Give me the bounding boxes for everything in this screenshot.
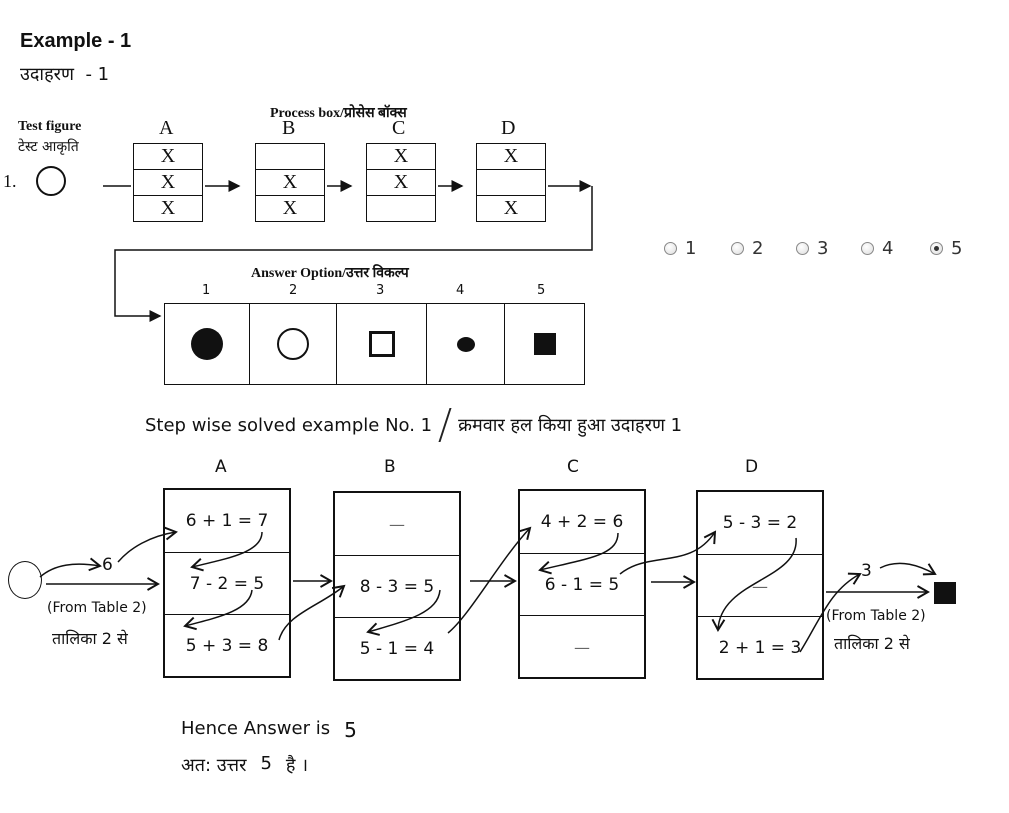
answer-suffix-hi: है । (285, 755, 309, 776)
answer-label-hi: अत: उत्तर (181, 755, 247, 776)
option-number-2: 2 (289, 283, 298, 298)
solution-box-b-label: B (384, 457, 396, 477)
option-1-cell (165, 304, 249, 384)
answer-label-en: Hence Answer is (181, 718, 331, 739)
radio-circle-icon (731, 242, 744, 255)
solution-box-d-label: D (745, 457, 759, 477)
process-cell: X (134, 169, 202, 195)
solution-box-c: 4 + 2 = 6 6 - 1 = 5 — (518, 489, 646, 679)
option-5-cell (504, 304, 584, 384)
input-value: 6 (102, 555, 113, 575)
radio-option-5[interactable]: 5 (930, 238, 962, 259)
solution-heading-en: Step wise solved example No. 1 (145, 414, 433, 436)
test-figure-label-hindi: टेस्ट आकृति (18, 139, 79, 155)
process-cell: X (256, 169, 324, 195)
process-connectors (103, 180, 593, 322)
answer-option-label: Answer Option/उत्तर विकल्प (251, 266, 409, 281)
process-cell: X (256, 195, 324, 221)
answer-value-en: 5 (344, 718, 357, 742)
solution-box-a-label: A (215, 457, 227, 477)
small-filled-circle-icon (456, 336, 475, 352)
option-number-4: 4 (456, 283, 465, 298)
question-number: 1. (3, 171, 17, 191)
solution-heading-hi: क्रमवार हल किया हुआ उदाहरण 1 (458, 415, 683, 436)
radio-label: 5 (951, 238, 963, 259)
solution-cell: 7 - 2 = 5 (165, 552, 289, 615)
output-value: 3 (861, 561, 872, 581)
process-cell (477, 169, 545, 195)
solution-cell: — (520, 615, 644, 678)
input-circle-icon (8, 561, 42, 599)
radio-circle-icon (796, 242, 809, 255)
process-cell: X (477, 195, 545, 221)
radio-option-4[interactable]: 4 (861, 238, 893, 259)
filled-circle-icon (191, 328, 223, 360)
hollow-square-icon (368, 331, 395, 357)
test-figure-label: Test figure (18, 119, 82, 134)
answer-line-en: Hence Answer is 5 (181, 718, 357, 742)
process-box-d-label: D (501, 117, 516, 139)
solution-cell: 5 - 3 = 2 (722, 513, 798, 533)
solution-cell: 2 + 1 = 3 (698, 616, 822, 679)
radio-circle-icon (664, 242, 677, 255)
filled-square-icon (533, 333, 556, 355)
test-figure-circle-icon (36, 166, 66, 196)
radio-option-1[interactable]: 1 (664, 238, 696, 259)
process-cell: X (393, 145, 409, 167)
process-cell: X (160, 145, 176, 167)
from-table-label-left-hindi: तालिका 2 से (52, 629, 128, 648)
solution-cell: 5 - 1 = 4 (335, 617, 459, 680)
solution-cell: 6 + 1 = 7 (185, 511, 269, 531)
page-subtitle: उदाहरण - 1 (20, 64, 110, 85)
from-table-label-left: (From Table 2) (47, 600, 147, 616)
process-box-label: Process box/प्रोसेस बॉक्स (270, 106, 407, 121)
radio-option-2[interactable]: 2 (731, 238, 763, 259)
radio-label: 3 (817, 238, 829, 259)
radio-circle-icon (861, 242, 874, 255)
answer-options-table (164, 303, 585, 385)
option-4-cell (426, 304, 504, 384)
radio-label: 2 (752, 238, 764, 259)
divider-slash (438, 408, 452, 442)
solution-box-c-label: C (567, 457, 579, 477)
option-number-3: 3 (376, 283, 385, 298)
radio-label: 4 (882, 238, 894, 259)
answer-value-hi: 5 (260, 753, 272, 774)
process-box-d: X X (476, 143, 546, 222)
process-cell (367, 195, 435, 221)
process-cell: X (503, 145, 519, 167)
option-number-1: 1 (202, 283, 211, 298)
solution-heading: Step wise solved example No. 1 क्रमवार ह… (145, 408, 682, 442)
page-title: Example - 1 (20, 30, 132, 52)
process-box-b: X X (255, 143, 325, 222)
solution-cell: 8 - 3 = 5 (335, 555, 459, 618)
radio-option-3[interactable]: 3 (796, 238, 828, 259)
radio-selected-icon (930, 242, 943, 255)
option-number-5: 5 (537, 283, 546, 298)
process-box-a: X X X (133, 143, 203, 222)
solution-cell: — (698, 554, 822, 617)
solution-cell: 6 - 1 = 5 (520, 553, 644, 616)
option-3-cell (336, 304, 426, 384)
process-box-c-label: C (392, 117, 406, 139)
from-table-label-right-hindi: तालिका 2 से (834, 634, 910, 653)
solution-cell: — (389, 514, 405, 534)
solution-arrows (39, 526, 937, 653)
radio-label: 1 (685, 238, 697, 259)
solution-box-b: — 8 - 3 = 5 5 - 1 = 4 (333, 491, 461, 681)
process-cell: X (134, 195, 202, 221)
process-box-a-label: A (159, 117, 174, 139)
answer-line-hi: अत: उत्तर 5 है । (181, 753, 308, 777)
process-box-b-label: B (282, 117, 296, 139)
option-2-cell (249, 304, 336, 384)
solution-cell: 4 + 2 = 6 (540, 512, 624, 532)
solution-box-a: 6 + 1 = 7 7 - 2 = 5 5 + 3 = 8 (163, 488, 291, 678)
output-square-icon (934, 582, 956, 604)
solution-cell: 5 + 3 = 8 (165, 614, 289, 677)
from-table-label-right: (From Table 2) (826, 608, 926, 624)
process-cell: X (367, 169, 435, 195)
hollow-circle-icon (277, 328, 309, 360)
process-box-c: X X (366, 143, 436, 222)
